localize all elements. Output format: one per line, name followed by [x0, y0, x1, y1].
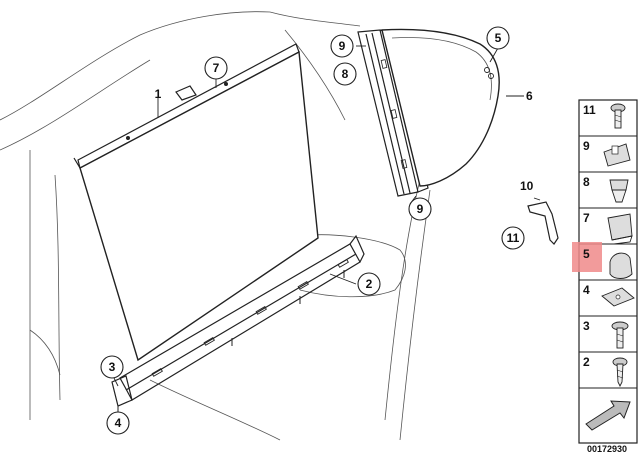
callout-2: 2 — [357, 272, 381, 296]
svg-text:7: 7 — [213, 61, 220, 75]
callout-3: 3 — [100, 355, 124, 379]
legend-item-2: 2 — [583, 355, 590, 369]
legend-item-9: 9 — [583, 139, 590, 153]
parts-legend: 11 9 8 7 5 4 3 2 — [572, 99, 638, 444]
callout-10: 10 — [520, 179, 534, 193]
direction-arrow-icon — [585, 400, 631, 431]
svg-text:1: 1 — [155, 87, 162, 101]
hex-screw-icon — [611, 321, 629, 349]
callout-5: 5 — [486, 26, 510, 50]
callout-6: 6 — [526, 89, 533, 103]
svg-text:5: 5 — [495, 31, 502, 45]
svg-text:3: 3 — [109, 360, 116, 374]
flat-clip-icon — [601, 287, 635, 307]
legend-item-7: 7 — [583, 211, 590, 225]
rear-quarter-glass-icon — [381, 28, 500, 187]
reference-number: 00172930 — [587, 444, 627, 454]
svg-text:2: 2 — [366, 277, 373, 291]
callout-11: 11 — [501, 226, 525, 250]
callout-4: 4 — [106, 411, 130, 435]
svg-text:8: 8 — [342, 67, 349, 81]
svg-text:4: 4 — [115, 416, 122, 430]
callout-7: 7 — [204, 56, 228, 80]
screw-icon — [610, 103, 626, 129]
retaining-clip-icon — [609, 252, 633, 279]
callout-9-bottom: 9 — [408, 197, 432, 221]
legend-item-11: 11 — [583, 103, 596, 117]
clip-icon — [603, 143, 631, 167]
callout-8: 8 — [333, 62, 357, 86]
legend-item-5: 5 — [583, 247, 590, 261]
cap-icon — [607, 213, 633, 245]
sunblind-roller-icon — [73, 43, 365, 414]
legend-item-3: 3 — [583, 319, 590, 333]
svg-text:11: 11 — [507, 231, 520, 245]
callout-1: 1 — [155, 87, 162, 101]
svg-text:9: 9 — [339, 39, 346, 53]
callout-9-top: 9 — [330, 34, 354, 58]
legend-highlight — [572, 242, 602, 272]
self-tapping-screw-icon — [612, 357, 628, 388]
door-outline-icon — [0, 11, 431, 441]
svg-text:6: 6 — [526, 89, 533, 103]
expanding-nut-icon — [609, 179, 629, 203]
bracket-icon — [527, 201, 559, 245]
svg-text:10: 10 — [520, 179, 534, 193]
svg-text:9: 9 — [417, 202, 424, 216]
legend-item-8: 8 — [583, 175, 590, 189]
leader-lines — [113, 45, 541, 420]
legend-item-4: 4 — [583, 283, 590, 297]
